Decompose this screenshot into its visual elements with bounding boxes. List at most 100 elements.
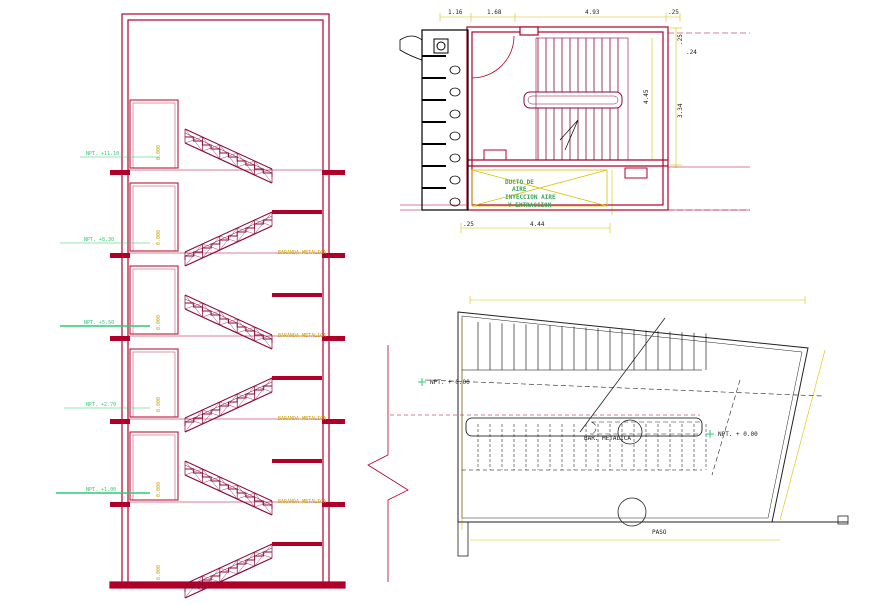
rail-brace — [202, 310, 220, 318]
handrail-label: BARANDA METALICA — [278, 250, 326, 256]
plan-stair-well — [535, 37, 629, 161]
plan-dim-top: .25 — [668, 9, 679, 16]
detail-callout — [617, 419, 643, 445]
duct-box — [471, 169, 608, 207]
toilet-fixture — [449, 175, 461, 185]
plan-dim-bottom: 4.44 — [530, 221, 545, 228]
floor-slab-right — [322, 336, 345, 341]
handrail-lower — [184, 464, 273, 506]
rail-brace — [254, 168, 273, 176]
landing-slab — [272, 459, 322, 463]
plan-handrail — [523, 91, 623, 109]
door — [129, 182, 179, 252]
handrail — [184, 294, 273, 336]
door-height-label: 0.000 — [156, 315, 162, 330]
plan-dim-right: .24 — [686, 49, 697, 56]
door-height-labels: 0.000 0.000 0.000 0.000 0.000 0.000 — [156, 145, 162, 580]
floor-slab-left — [110, 336, 130, 341]
level-labels: NPT. +11.10 NPT. +8.30 NPT. +5.50 NPT. +… — [56, 151, 160, 494]
door-height-label: 0.000 — [156, 397, 162, 412]
rail-brace — [184, 409, 203, 433]
toilet-block — [421, 29, 469, 211]
detail-label: BAR. METALICA — [584, 435, 631, 442]
stair-steps — [185, 136, 273, 177]
grille — [483, 149, 507, 161]
detail-label: NPT. + 0.00 — [718, 431, 758, 438]
rail-brace — [237, 551, 255, 575]
rail-brace — [202, 401, 220, 425]
rail-brace — [184, 136, 203, 144]
door-height-label: 0.000 — [156, 230, 162, 245]
rail-brace — [237, 219, 255, 243]
duct-label: AIRE — [512, 186, 527, 193]
stair-steps — [185, 302, 273, 343]
handrail — [184, 211, 273, 253]
duct-label: INYECCION AIRE — [505, 194, 556, 201]
detail-label: NPT. + 0.00 — [430, 379, 470, 386]
handrail-lower — [184, 132, 273, 174]
plan-dim-right: 4.45 — [643, 89, 650, 104]
stair-steps — [184, 219, 272, 260]
handrail-labels: BARANDA METALICA BARANDA METALICA BARAND… — [278, 250, 326, 505]
toilet-fixture — [449, 65, 461, 75]
detail-outline — [457, 311, 849, 557]
detail-travel-lines — [424, 379, 823, 476]
rail-brace — [184, 302, 203, 310]
toilet-fixture — [449, 131, 461, 141]
plan-dim-top: 4.93 — [585, 9, 600, 16]
handrail — [184, 543, 273, 585]
detail-handrail — [465, 417, 703, 437]
rail-brace — [254, 377, 273, 401]
level-label: NPT. +8.30 — [84, 237, 114, 243]
landing-slab — [272, 210, 322, 214]
handrail — [184, 377, 273, 419]
stair-plan: 1.16 1.68 4.93 .25 4.45 3.34 .24 .25 4.4… — [399, 9, 750, 233]
rail-brace — [184, 243, 203, 267]
door-frame — [132, 268, 176, 335]
door — [129, 431, 179, 501]
rail-brace — [202, 476, 220, 484]
floor-slab-left — [110, 170, 130, 175]
break-line — [367, 345, 700, 582]
handrail-lower — [184, 298, 273, 340]
rail-brace — [237, 492, 255, 500]
wheelchair-icon — [433, 38, 449, 54]
doors-group — [129, 99, 179, 501]
handrail — [184, 460, 273, 502]
rail-brace — [254, 500, 273, 508]
rail-brace — [202, 235, 220, 259]
rail-brace — [254, 211, 273, 235]
cut-line — [579, 317, 666, 433]
rail-brace — [184, 468, 203, 476]
level-label: NPT. +1.00 — [86, 487, 116, 493]
rail-brace — [184, 575, 203, 599]
rail-brace — [219, 152, 238, 160]
plan-dim-top: 1.16 — [448, 9, 463, 16]
plan-handrail-inner — [527, 95, 619, 105]
floor-slabs — [110, 169, 345, 546]
level-label: NPT. +2.70 — [86, 402, 116, 408]
toilet-fixture — [449, 109, 461, 119]
handrail-label: BARANDA METALICA — [278, 333, 326, 339]
plan-dim-left: .25 — [463, 221, 474, 228]
stair-steps — [185, 468, 273, 509]
rail-brace — [237, 385, 255, 409]
stair-flights — [184, 128, 273, 599]
door-frame — [132, 351, 176, 418]
stair-stringer — [184, 474, 273, 516]
ground-slab — [109, 581, 346, 589]
detail-callout — [617, 497, 647, 527]
landing-slab — [272, 542, 322, 546]
stair-stringer — [184, 391, 273, 433]
rail-brace — [219, 484, 238, 492]
toilet-fixture — [449, 197, 461, 207]
detail-bottom-label: PASO — [652, 529, 667, 536]
level-label: NPT. +5.50 — [84, 320, 114, 326]
stair-stringer — [184, 225, 273, 267]
rail-brace — [219, 559, 238, 583]
grille — [624, 167, 648, 179]
door — [129, 348, 179, 418]
door — [129, 99, 179, 169]
stair-stringer — [184, 308, 273, 350]
handrail-lower — [184, 381, 273, 423]
